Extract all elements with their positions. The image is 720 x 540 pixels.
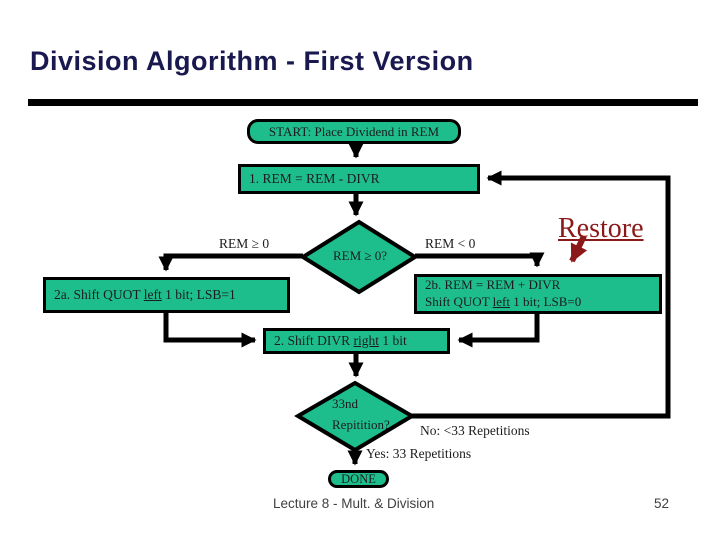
step1-label: 1. REM = REM - DIVR (249, 170, 380, 186)
slide-page-number: 52 (654, 496, 670, 511)
decision1-label: REM ≥ 0? (332, 248, 388, 263)
step2-text-post: 1 bit (379, 332, 407, 348)
connector-no-loop (412, 170, 671, 419)
connector-decision1-step2a (158, 253, 303, 272)
step2-node: 2. Shift DIVR right 1 bit (263, 328, 450, 354)
step2-text-pre: 2. Shift DIVR (274, 332, 354, 348)
decision2-label-line1: 33nd (332, 396, 358, 411)
step2a-node: 2a. Shift QUOT left 1 bit; LSB=1 (43, 277, 290, 313)
slide-title: Division Algorithm - First Version (30, 46, 474, 76)
step2a-text-post: 1 bit; LSB=1 (161, 286, 236, 302)
title-divider-rule (28, 99, 698, 106)
connector-step2b-step2 (457, 313, 540, 348)
decision1-diamond (299, 219, 419, 295)
step2b-line1: 2b. REM = REM + DIVR (425, 277, 561, 293)
step2-label: 2. Shift DIVR right 1 bit (266, 333, 407, 349)
branch-label-rem-lt-0: REM < 0 (425, 236, 476, 251)
step2b-line2: Shift QUOT left 1 bit; LSB=0 (417, 294, 581, 311)
connector-decision1-step2b (415, 252, 545, 268)
done-node: DONE (328, 470, 389, 488)
decision2-diamond (294, 380, 416, 453)
restore-annotation: Restore (558, 213, 644, 244)
step2b-line2-underlined: left (492, 294, 510, 309)
restore-arrow (569, 234, 588, 263)
branch-label-yes: Yes: 33 Repetitions (366, 446, 472, 461)
branch-label-rem-ge-0: REM ≥ 0 (219, 236, 270, 251)
step2-text-underlined: right (353, 332, 380, 348)
branch-label-no: No: <33 Repetitions (420, 423, 530, 438)
step1-node: 1. REM = REM - DIVR (238, 164, 480, 194)
step2b-line2-pre: Shift QUOT (425, 294, 493, 309)
step2b-node: 2b. REM = REM + DIVR Shift QUOT left 1 b… (414, 274, 662, 314)
decision2-label-line2: Repitition? (332, 417, 390, 432)
connector-step2a-step2 (163, 312, 257, 348)
step2a-label: 2a. Shift QUOT left 1 bit; LSB=1 (46, 287, 236, 303)
step2b-line2-post: 1 bit; LSB=0 (509, 294, 582, 309)
decision2-label: 33nd Repitition? (332, 393, 390, 435)
footer-lecture-title: Lecture 8 - Mult. & Division (273, 496, 435, 511)
start-node-label: START: Place Dividend in REM (268, 123, 440, 139)
start-node: START: Place Dividend in REM (247, 119, 461, 144)
step2a-text-pre: 2a. Shift QUOT (54, 286, 144, 302)
step2a-text-underlined: left (143, 286, 162, 302)
done-node-label: DONE (341, 471, 376, 486)
